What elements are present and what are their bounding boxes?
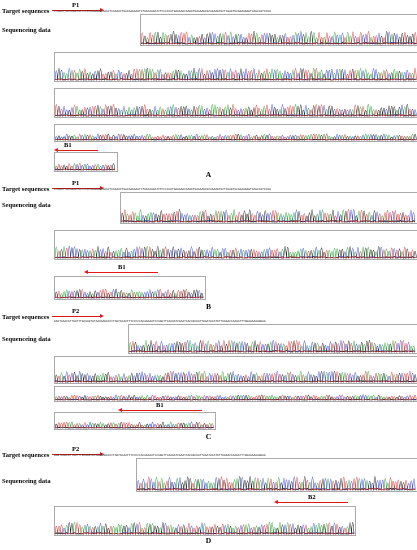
sequencing-data-label: Sequenceing data bbox=[2, 478, 51, 485]
sequencing-data-label: Sequenceing data bbox=[2, 336, 51, 343]
chromatogram-trace bbox=[55, 288, 204, 299]
forward-primer-arrow bbox=[52, 313, 104, 318]
chromatogram-trace bbox=[55, 133, 417, 141]
sequencing-data-label: Sequenceing data bbox=[2, 202, 51, 209]
target-sequences-label: Target sequences bbox=[2, 8, 50, 15]
chromatogram-trace bbox=[55, 288, 204, 299]
panel-label: C bbox=[205, 432, 212, 441]
chromatogram-trace bbox=[55, 521, 355, 535]
target-sequences-label: Target sequences bbox=[2, 314, 50, 321]
chromatogram-row bbox=[54, 152, 118, 172]
primer-label-p1: P1 bbox=[72, 2, 80, 9]
panel-label: A bbox=[205, 170, 212, 179]
chromatogram-row bbox=[54, 230, 417, 260]
chromatogram-row bbox=[136, 458, 417, 492]
primer-label-p2: P2 bbox=[72, 308, 80, 315]
chromatogram-row bbox=[54, 52, 417, 82]
panel-label: B bbox=[205, 302, 211, 311]
target-sequences-label: Target sequences bbox=[2, 186, 50, 193]
forward-primer-arrow bbox=[52, 7, 104, 12]
forward-primer-arrow bbox=[52, 451, 104, 456]
chromatogram-trace bbox=[55, 103, 417, 117]
chromatogram-trace bbox=[137, 475, 416, 491]
chromatogram-row bbox=[54, 386, 417, 402]
sequencing-data-label: Sequenceing data bbox=[2, 27, 51, 34]
reference-sequence: GAGTCAACATTGATTTGCGAGTGTAAGAAGGCCCTAGTAC… bbox=[54, 320, 266, 323]
chromatogram-trace bbox=[55, 522, 355, 535]
chromatogram-trace bbox=[55, 67, 417, 81]
chromatogram-trace bbox=[137, 476, 416, 491]
panel-b: P1 Target sequences CTAACCTACCAGGTGCTCCG… bbox=[0, 178, 417, 324]
reverse-primer-arrow bbox=[274, 499, 348, 504]
primer-label-b1: B1 bbox=[64, 142, 72, 149]
chromatogram-row bbox=[128, 324, 417, 354]
reference-sequence: CTAACCTACCAGGTGCTCCGTGAAAAGCAAACTCGGAACT… bbox=[54, 10, 271, 13]
reference-sequence: CTAACCTACCAGGTGCTCCGTGAAAAGCAAACTCGGAACT… bbox=[54, 188, 271, 191]
panel-label: D bbox=[205, 536, 212, 545]
chromatogram-trace bbox=[129, 339, 416, 353]
forward-primer-arrow bbox=[52, 185, 104, 190]
chromatogram-trace bbox=[55, 246, 417, 259]
primer-label-b2: B2 bbox=[308, 494, 316, 501]
reference-sequence: GAGTCAACATTGATTTGCGAGTGTAAGAAGGCCCTAGTAC… bbox=[54, 454, 266, 457]
chromatogram-trace bbox=[55, 394, 417, 401]
chromatogram-trace bbox=[141, 31, 417, 45]
chromatogram-row bbox=[54, 88, 417, 118]
chromatogram-trace bbox=[121, 209, 415, 223]
primer-label-p1: P1 bbox=[72, 180, 80, 187]
chromatogram-row bbox=[54, 412, 216, 430]
reverse-primer-arrow bbox=[118, 407, 202, 412]
chromatogram-row bbox=[140, 14, 417, 46]
primer-label-b1: B1 bbox=[156, 402, 164, 409]
chromatogram-row bbox=[54, 124, 417, 142]
panel-a: P1 Target sequences CTAACCTACCAGGTGCTCCG… bbox=[0, 0, 417, 179]
panel-c: P2 Target sequences GAGTCAACATTGATTTGCGA… bbox=[0, 306, 417, 441]
reverse-primer-arrow bbox=[54, 147, 98, 152]
chromatogram-row bbox=[120, 192, 417, 224]
panel-d: P2 Target sequences GAGTCAACATTGATTTGCGA… bbox=[0, 444, 417, 550]
target-sequences-label: Target sequences bbox=[2, 452, 50, 459]
primer-label-b1: B1 bbox=[118, 264, 126, 271]
reverse-primer-arrow bbox=[84, 269, 158, 274]
chromatogram-row bbox=[54, 356, 417, 384]
chromatogram-trace bbox=[55, 162, 116, 171]
chromatogram-trace bbox=[55, 370, 417, 383]
chromatogram-row bbox=[54, 276, 206, 300]
primer-label-p2: P2 bbox=[72, 446, 80, 453]
chromatogram-trace bbox=[129, 339, 416, 353]
chromatogram-row bbox=[54, 506, 356, 536]
chromatogram-trace bbox=[55, 421, 214, 429]
